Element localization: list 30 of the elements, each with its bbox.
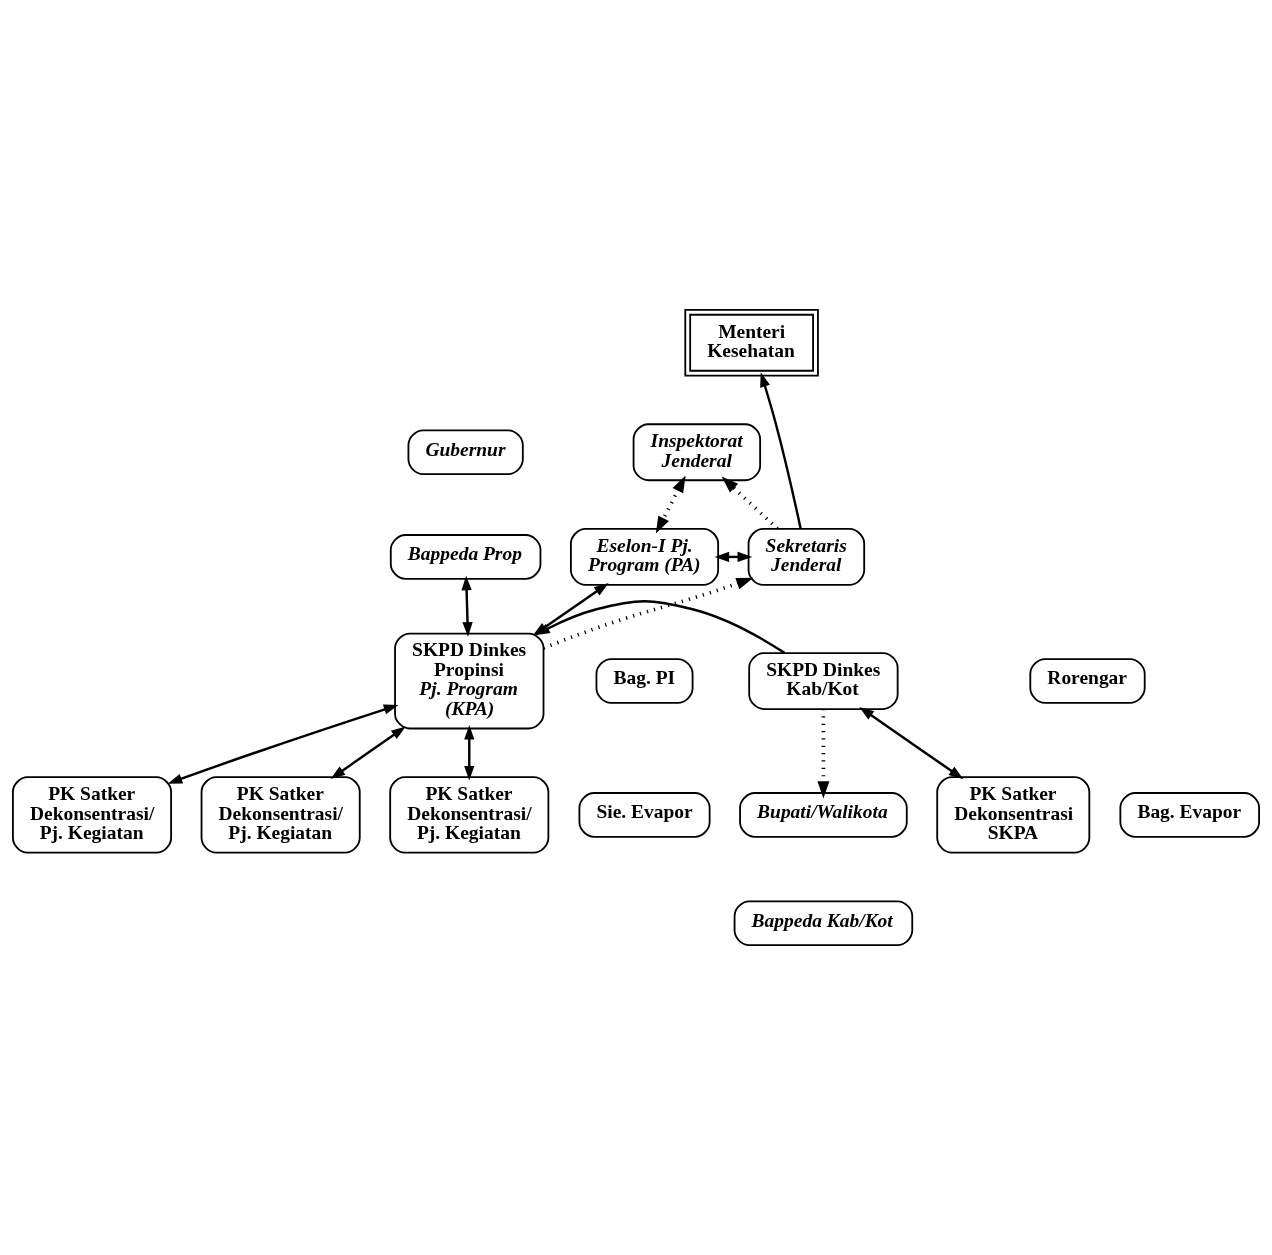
node-box: Bupati/Walikota [739, 792, 908, 838]
arrow [535, 600, 786, 654]
arrow [859, 707, 964, 780]
node-box: Bappeda Prop [389, 534, 542, 580]
node-box: Rorengar [1029, 658, 1146, 704]
node-box: Bag. PI [595, 658, 694, 704]
arrow [461, 575, 473, 637]
node-box: Sie. Evapor [578, 792, 711, 838]
node-box: Sekretaris Jenderal [747, 528, 866, 586]
arrow [714, 551, 753, 563]
arrow [760, 372, 802, 530]
node-box: Gubernur [407, 429, 524, 476]
node-box: PK Satker Dekonsentrasi/ Pj. Kegiatan [389, 776, 550, 854]
arrow [330, 726, 406, 779]
arrow [655, 475, 686, 534]
node-box: Menteri Kesehatan [684, 308, 819, 377]
arrow [817, 709, 830, 799]
node-box: SKPD Dinkes Kab/Kot [748, 652, 899, 710]
arrow [542, 577, 754, 650]
arrow [167, 704, 399, 784]
node-box: Inspektorat Jenderal [632, 423, 762, 482]
node-box: Bag. Evapor [1119, 792, 1260, 838]
arrow [464, 724, 475, 781]
node-box: Bappeda Kab/Kot [733, 900, 914, 947]
node-box: PK Satker Dekonsentrasi/ Pj. Kegiatan [200, 776, 361, 854]
node-box: PK Satker Dekonsentrasi/ Pj. Kegiatan [12, 776, 173, 854]
node-box: Eselon-I Pj. Program (PA) [569, 528, 720, 586]
node-box: PK Satker Dekonsentrasi SKPA [936, 776, 1091, 854]
node-box: SKPD Dinkes Propinsi Pj. Program (KPA) [394, 632, 545, 730]
arrow [721, 476, 779, 530]
